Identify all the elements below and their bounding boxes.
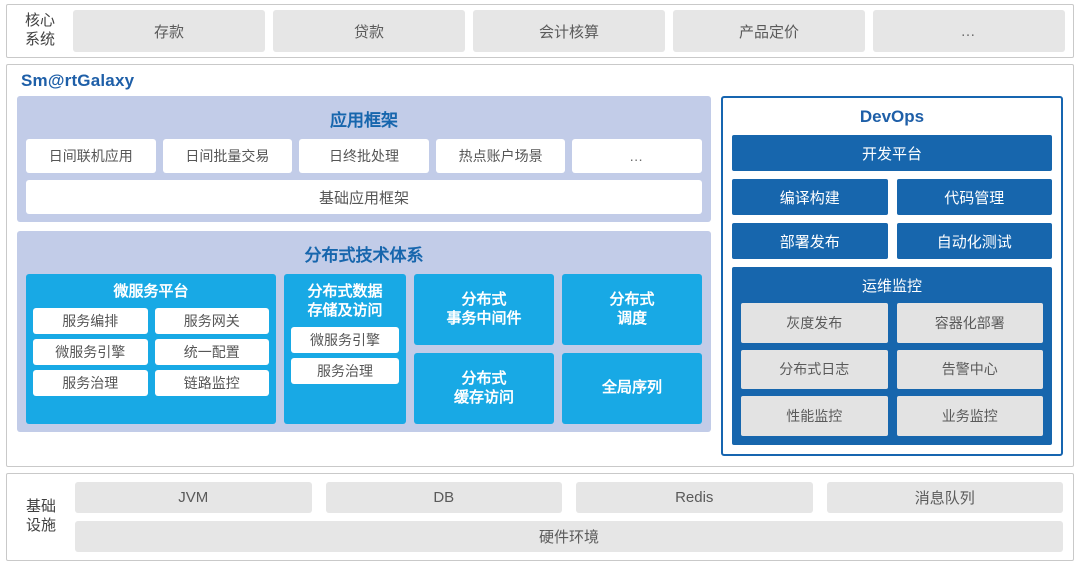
infrastructure-label-line2: 设施 [25,517,56,534]
app-item-eod-batch[interactable]: 日终批处理 [299,139,429,173]
infra-item-message-queue[interactable]: 消息队列 [826,482,1063,513]
tile-global-sequence[interactable]: 全局序列 [562,353,702,424]
storage-item-engine[interactable]: 微服务引擎 [291,326,399,353]
tile-distributed-cache[interactable]: 分布式缓存访问 [414,353,554,424]
infrastructure-label: 基础 设施 [17,482,65,552]
devops-row-2: 部署发布 自动化测试 [732,223,1052,259]
tile-transaction-line2: 事务中间件 [446,309,522,327]
infrastructure-label-line1: 基础 [25,498,56,516]
devops-automated-test[interactable]: 自动化测试 [896,223,1052,259]
core-item-accounting[interactable]: 会计核算 [473,10,665,52]
devops-row-1: 编译构建 代码管理 [732,179,1052,215]
microservice-platform-card: 微服务平台 服务编排 服务网关 微服务引擎 统一配置 服务治理 链路监控 [26,274,276,424]
tile-cache-line1: 分布式 [461,369,507,387]
ops-item-distributed-log[interactable]: 分布式日志 [741,349,888,390]
tile-transaction-line1: 分布式 [461,290,507,308]
ops-monitoring-block: 运维监控 灰度发布 容器化部署 分布式日志 告警中心 性能监控 业务监控 [732,267,1052,445]
infra-item-redis[interactable]: Redis [576,482,813,513]
application-framework-title: 应用框架 [330,111,398,130]
distributed-storage-title-line1: 分布式数据 [307,283,383,300]
ops-item-alert-center[interactable]: 告警中心 [896,349,1043,390]
core-item-deposit[interactable]: 存款 [73,10,265,52]
distributed-tech-block: 分布式技术体系 微服务平台 服务编排 服务网关 微服务引擎 统一配置 服务治理 … [17,231,711,432]
tile-global-sequence-label: 全局序列 [601,379,662,397]
devops-deploy-release[interactable]: 部署发布 [732,223,888,259]
distributed-storage-items: 微服务引擎 服务治理 [291,326,399,384]
ms-item-gateway[interactable]: 服务网关 [154,307,269,334]
devops-code-management[interactable]: 代码管理 [896,179,1052,215]
infrastructure-content: JVM DB Redis 消息队列 硬件环境 [75,482,1063,552]
ms-item-trace-monitor[interactable]: 链路监控 [154,369,269,396]
smartgalaxy-left-column: 应用框架 日间联机应用 日间批量交易 日终批处理 热点账户场景 … 基础应用框架… [17,96,711,456]
microservice-items: 服务编排 服务网关 微服务引擎 统一配置 服务治理 链路监控 [33,307,269,396]
distributed-storage-title: 分布式数据 存储及访问 [307,280,382,327]
infrastructure-hardware-row: 硬件环境 [75,521,1063,552]
ms-item-governance[interactable]: 服务治理 [33,369,148,396]
application-framework-block: 应用框架 日间联机应用 日间批量交易 日终批处理 热点账户场景 … 基础应用框架 [17,96,711,222]
infra-item-db[interactable]: DB [325,482,562,513]
ops-monitoring-title: 运维监控 [861,278,922,295]
smartgalaxy-section: Sm@rtGalaxy 应用框架 日间联机应用 日间批量交易 日终批处理 热点账… [6,64,1074,467]
core-system-items: 存款 贷款 会计核算 产品定价 … [73,10,1065,52]
core-system-section: 核心 系统 存款 贷款 会计核算 产品定价 … [6,4,1074,58]
ops-item-business-monitor[interactable]: 业务监控 [896,396,1043,436]
app-item-daytime-batch[interactable]: 日间批量交易 [162,139,293,173]
distributed-storage-card: 分布式数据 存储及访问 微服务引擎 服务治理 [284,274,406,424]
infrastructure-items: JVM DB Redis 消息队列 [75,482,1063,513]
storage-item-governance[interactable]: 服务治理 [291,357,399,384]
smartgalaxy-body: 应用框架 日间联机应用 日间批量交易 日终批处理 热点账户场景 … 基础应用框架… [17,96,1063,456]
ops-item-container-deploy[interactable]: 容器化部署 [896,303,1043,343]
app-base-framework[interactable]: 基础应用框架 [26,180,702,214]
core-system-label-line1: 核心 [24,12,55,30]
ms-item-unified-config[interactable]: 统一配置 [154,338,269,365]
devops-title: DevOps [859,107,925,126]
infra-hardware-environment[interactable]: 硬件环境 [75,521,1063,552]
devops-section: DevOps 开发平台 编译构建 代码管理 部署发布 自动化测试 运维监控 灰度… [721,96,1063,456]
ops-item-gray-release[interactable]: 灰度发布 [741,303,888,343]
core-item-pricing[interactable]: 产品定价 [673,10,865,52]
devops-dev-platform[interactable]: 开发平台 [732,135,1052,171]
ms-item-engine[interactable]: 微服务引擎 [33,338,148,365]
devops-compile-build[interactable]: 编译构建 [732,179,888,215]
smartgalaxy-title: Sm@rtGalaxy [21,71,135,90]
ms-item-orchestration[interactable]: 服务编排 [33,307,148,334]
app-item-hot-account[interactable]: 热点账户场景 [435,139,566,173]
core-system-label-line2: 系统 [24,31,55,48]
app-item-daytime-online[interactable]: 日间联机应用 [26,139,156,173]
infra-item-jvm[interactable]: JVM [75,482,312,513]
tile-schedule-line2: 调度 [616,309,647,327]
ops-item-performance-monitor[interactable]: 性能监控 [741,396,888,436]
infrastructure-section: 基础 设施 JVM DB Redis 消息队列 硬件环境 [6,473,1074,561]
tile-distributed-transaction[interactable]: 分布式事务中间件 [414,274,554,345]
tile-cache-line2: 缓存访问 [453,388,514,406]
tile-distributed-schedule[interactable]: 分布式调度 [562,274,702,345]
core-item-loan[interactable]: 贷款 [273,10,465,52]
core-system-label: 核心 系统 [15,10,65,52]
microservice-platform-title: 微服务平台 [113,283,189,300]
core-item-more[interactable]: … [873,10,1065,52]
distributed-storage-title-line2: 存储及访问 [307,301,383,319]
distributed-schedule-column: 分布式调度 全局序列 [562,274,702,424]
app-item-more[interactable]: … [572,139,702,173]
distributed-tech-grid: 微服务平台 服务编排 服务网关 微服务引擎 统一配置 服务治理 链路监控 [26,274,702,424]
application-framework-items: 日间联机应用 日间批量交易 日终批处理 热点账户场景 … [26,139,702,173]
ops-monitoring-items: 灰度发布 容器化部署 分布式日志 告警中心 性能监控 业务监控 [741,303,1043,436]
tile-schedule-line1: 分布式 [609,290,655,308]
distributed-tech-title: 分布式技术体系 [304,246,424,265]
distributed-transaction-column: 分布式事务中间件 分布式缓存访问 [414,274,554,424]
